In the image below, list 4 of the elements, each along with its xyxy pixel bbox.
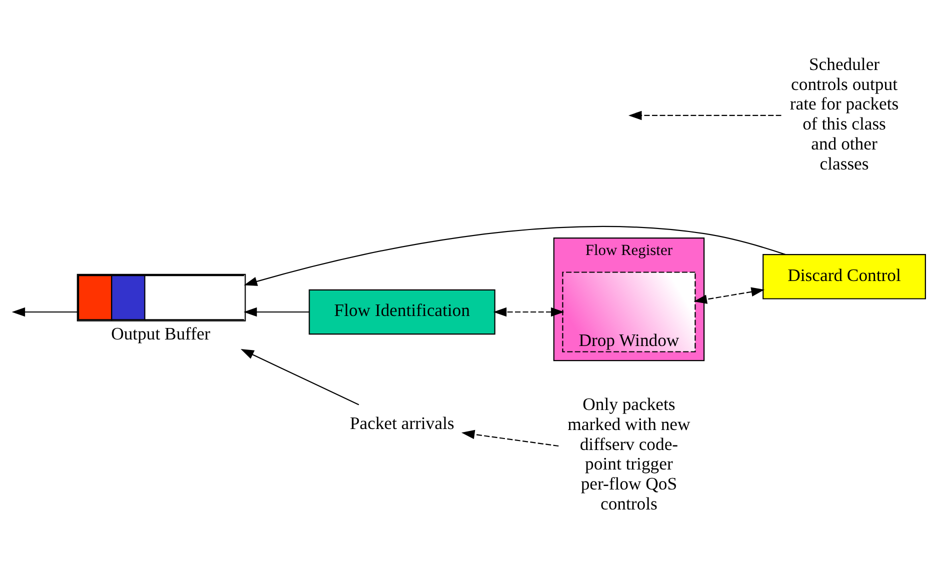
node-text: Scheduler controls output rate for packets of this class and other classes <box>790 53 899 173</box>
node-text: Only packets marked with new diffserv code-point trigger per-flow QoS controls <box>568 394 690 513</box>
node-label: Output Buffer <box>111 322 210 343</box>
node-text: Packet arrivals <box>350 412 454 432</box>
